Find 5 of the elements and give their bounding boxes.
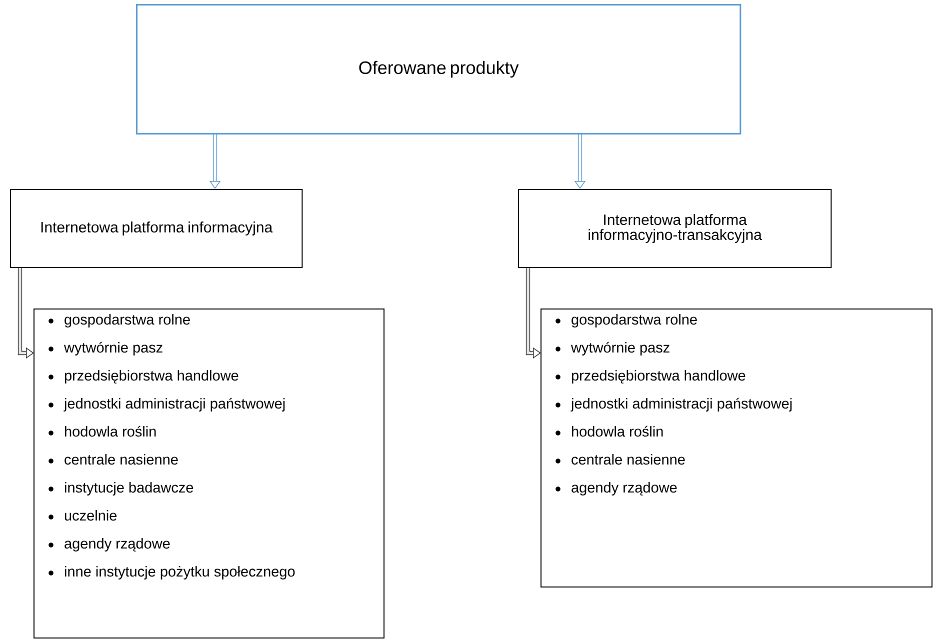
- platform-box: Internetowa platforma informacyjna: [10, 189, 303, 268]
- list-box: gospodarstwa rolne wytwórnie pasz przedsiębiorstwa handlowe jednostki administracji państwowej hodowla roślin centrale nasienne agendy rządowe: [540, 308, 932, 588]
- title-box: Oferowane produkty: [136, 4, 742, 134]
- platform-box: Internetowa platforma informacyjno-transakcyjna: [518, 189, 832, 268]
- list-box: gospodarstwa rolne wytwórnie pasz przedsiębiorstwa handlowe jednostki administracji państwowej hodowla roślin centrale nasienne instytucje badawcze uczelnie agendy rządowe inne instytucje pożytku społecznego: [34, 308, 384, 638]
